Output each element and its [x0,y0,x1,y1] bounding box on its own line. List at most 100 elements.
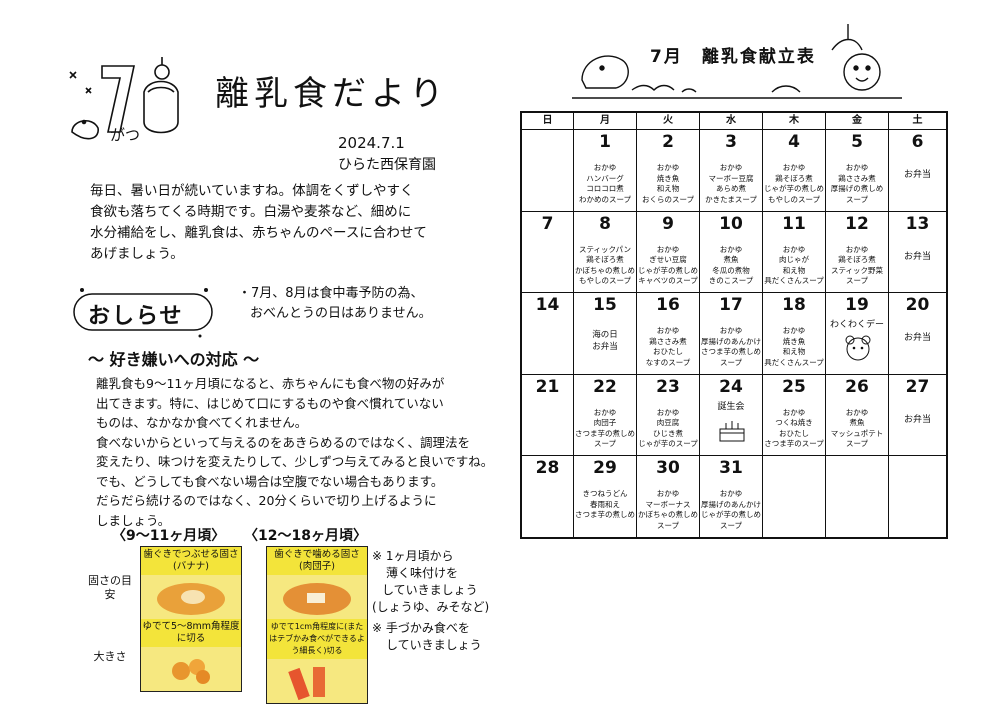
day-number: 27 [905,376,930,397]
preference-line: 食べないからといって与えるのをあきらめるのではなく、調理法を [96,434,471,450]
menu-item: 春雨和え [590,499,620,509]
menu-item: スープ [845,439,869,449]
menu-item: 海の日 [592,330,618,341]
notice-line: おべんとうの日はありません。 [250,306,432,321]
preference-line: しましょう。 [96,512,171,528]
intro-line: あげましょう。 [90,246,184,262]
day-number: 1 [599,132,611,152]
intro-paragraph: 毎日、暑い日が続いていますね。体調をくずしやすく 食欲も落ちてくる時期です。白湯… [90,181,480,265]
banana-photo [141,575,241,619]
day-number: 4 [788,132,800,152]
tip-seasoning: ※ 1ヶ月頃から 薄く味付けを していきましょう (しょうゆ、みそなど) [372,548,489,616]
day-number: 30 [656,458,680,479]
menu-item: おかゆ [656,407,680,417]
menu-item: 肉豆腐 [656,418,680,428]
cubes-photo [141,647,241,691]
preference-line: 離乳食も9～11ヶ月頃になると、赤ちゃんにも食べ物の好みが [96,376,445,391]
day-number: 7 [541,213,554,234]
july-logo-illustration: がつ [69,57,179,144]
menu-item: きつねうどん [582,489,628,499]
menu-item: 煮魚 [723,255,739,265]
day-menu: おかゆつくね焼きおひたしさつま芋のスープ [763,408,825,450]
menu-item: 厚揚げの煮しめ [830,184,884,193]
calendar-day-cell: 21 [522,373,574,456]
menu-item: 煮魚 [849,418,865,428]
menu-item: おかゆ [782,326,806,336]
menu-item: 厚揚げのあんかけ [701,499,761,509]
day-menu: お弁当 [889,170,946,181]
size-label: 大きさ [93,650,127,663]
menu-item: スティックパン [578,244,632,254]
menu-item: さつま芋の煮しめ [701,347,761,357]
calendar-day-cell: 4 おかゆ鶏そぼろ煮じゃが芋の煮しめもやしのスープ [763,129,826,211]
notice-label: おしらせ [88,304,184,329]
menu-item: スープ [593,439,617,449]
day-menu: おかゆ鶏ささみ煮厚揚げの煮しめスープ [826,163,888,205]
photo-caption: 歯ぐきでつぶせる固さ(バナナ) [141,547,241,575]
day-menu: おかゆ鶏そぼろ煮じゃが芋の煮しめもやしのスープ [763,163,825,205]
menu-item: じゃが芋の煮しめ [638,265,698,275]
preference-line: でも、どうしても食べない場合は空腹でない場合もあります。 [96,473,444,489]
menu-item: かきたまスープ [705,194,757,204]
menu-item: 和え物 [656,184,680,193]
calendar-title: 7月 離乳食献立表 [650,47,816,67]
menu-item: かぼちゃの煮しめ [575,265,635,275]
day-menu: おかゆマーボー豆腐あらめ煮かきたまスープ [700,163,762,205]
weekday-header: 金 [826,113,889,129]
menu-item: おかゆ [656,326,680,336]
menu-item: 鶏ささみ煮 [838,173,876,183]
menu-item: お弁当 [903,251,931,262]
logo-month-suffix: がつ [110,126,140,144]
menu-item: おかゆ [719,163,743,172]
menu-item: スープ [719,357,743,367]
preference-line: ものは、なかなか食べてくれません。 [96,415,308,430]
menu-item: おかゆ [719,244,743,254]
day-menu: おかゆ鶏ささみ煮おひたしなすのスープ [637,326,699,368]
day-menu: おかゆ鶏そぼろ煮スティック野菜スープ [826,245,888,287]
calendar-day-cell [826,455,889,537]
school-name: ひらた西保育園 [338,157,436,173]
preference-line: 出てきます。特に、はじめて口にするものや食べ慣れていない [96,395,444,411]
day-number: 26 [845,376,869,397]
day-menu: おかゆ煮魚冬瓜の煮物きのこスープ [700,245,762,287]
day-number: 11 [782,213,806,234]
meatball-photo [267,575,367,619]
intro-line: 水分補給をし、離乳食は、赤ちゃんのペースに合わせて [90,225,427,241]
menu-item: かぼちゃの煮しめ [638,510,698,520]
menu-item: 厚揚げのあんかけ [701,336,761,346]
preference-heading: ～ 好き嫌いへの対応 ～ [88,350,260,369]
menu-item: おかゆ [782,163,806,172]
calendar-day-cell: 7 [522,210,574,293]
menu-item: おかゆ [782,407,806,417]
tip-line: ※ 1ヶ月頃から [372,549,454,563]
tip-finger-food: ※ 手づかみ食べを していきましょう [372,620,482,654]
day-number: 12 [845,213,869,234]
hardness-label: 固さの目安 [88,574,132,601]
menu-item: つくね焼き [775,418,813,428]
menu-item: なすのスープ [645,357,691,367]
menu-item: 肉団子 [593,418,617,428]
day-number: 24 [719,376,743,397]
bear-icon [845,335,870,361]
day-menu: おかゆ厚揚げのあんかけじゃが芋の煮しめスープ [700,489,762,531]
menu-item: マーボーナス [645,499,691,509]
day-number: 29 [593,458,617,479]
photo-caption: ゆでて5～8mm角程度に切る [141,619,241,647]
calendar-day-cell: 14 [522,292,574,374]
notice-text: ・7月、8月は食中毒予防の為、 おべんとうの日はありません。 [238,284,432,324]
